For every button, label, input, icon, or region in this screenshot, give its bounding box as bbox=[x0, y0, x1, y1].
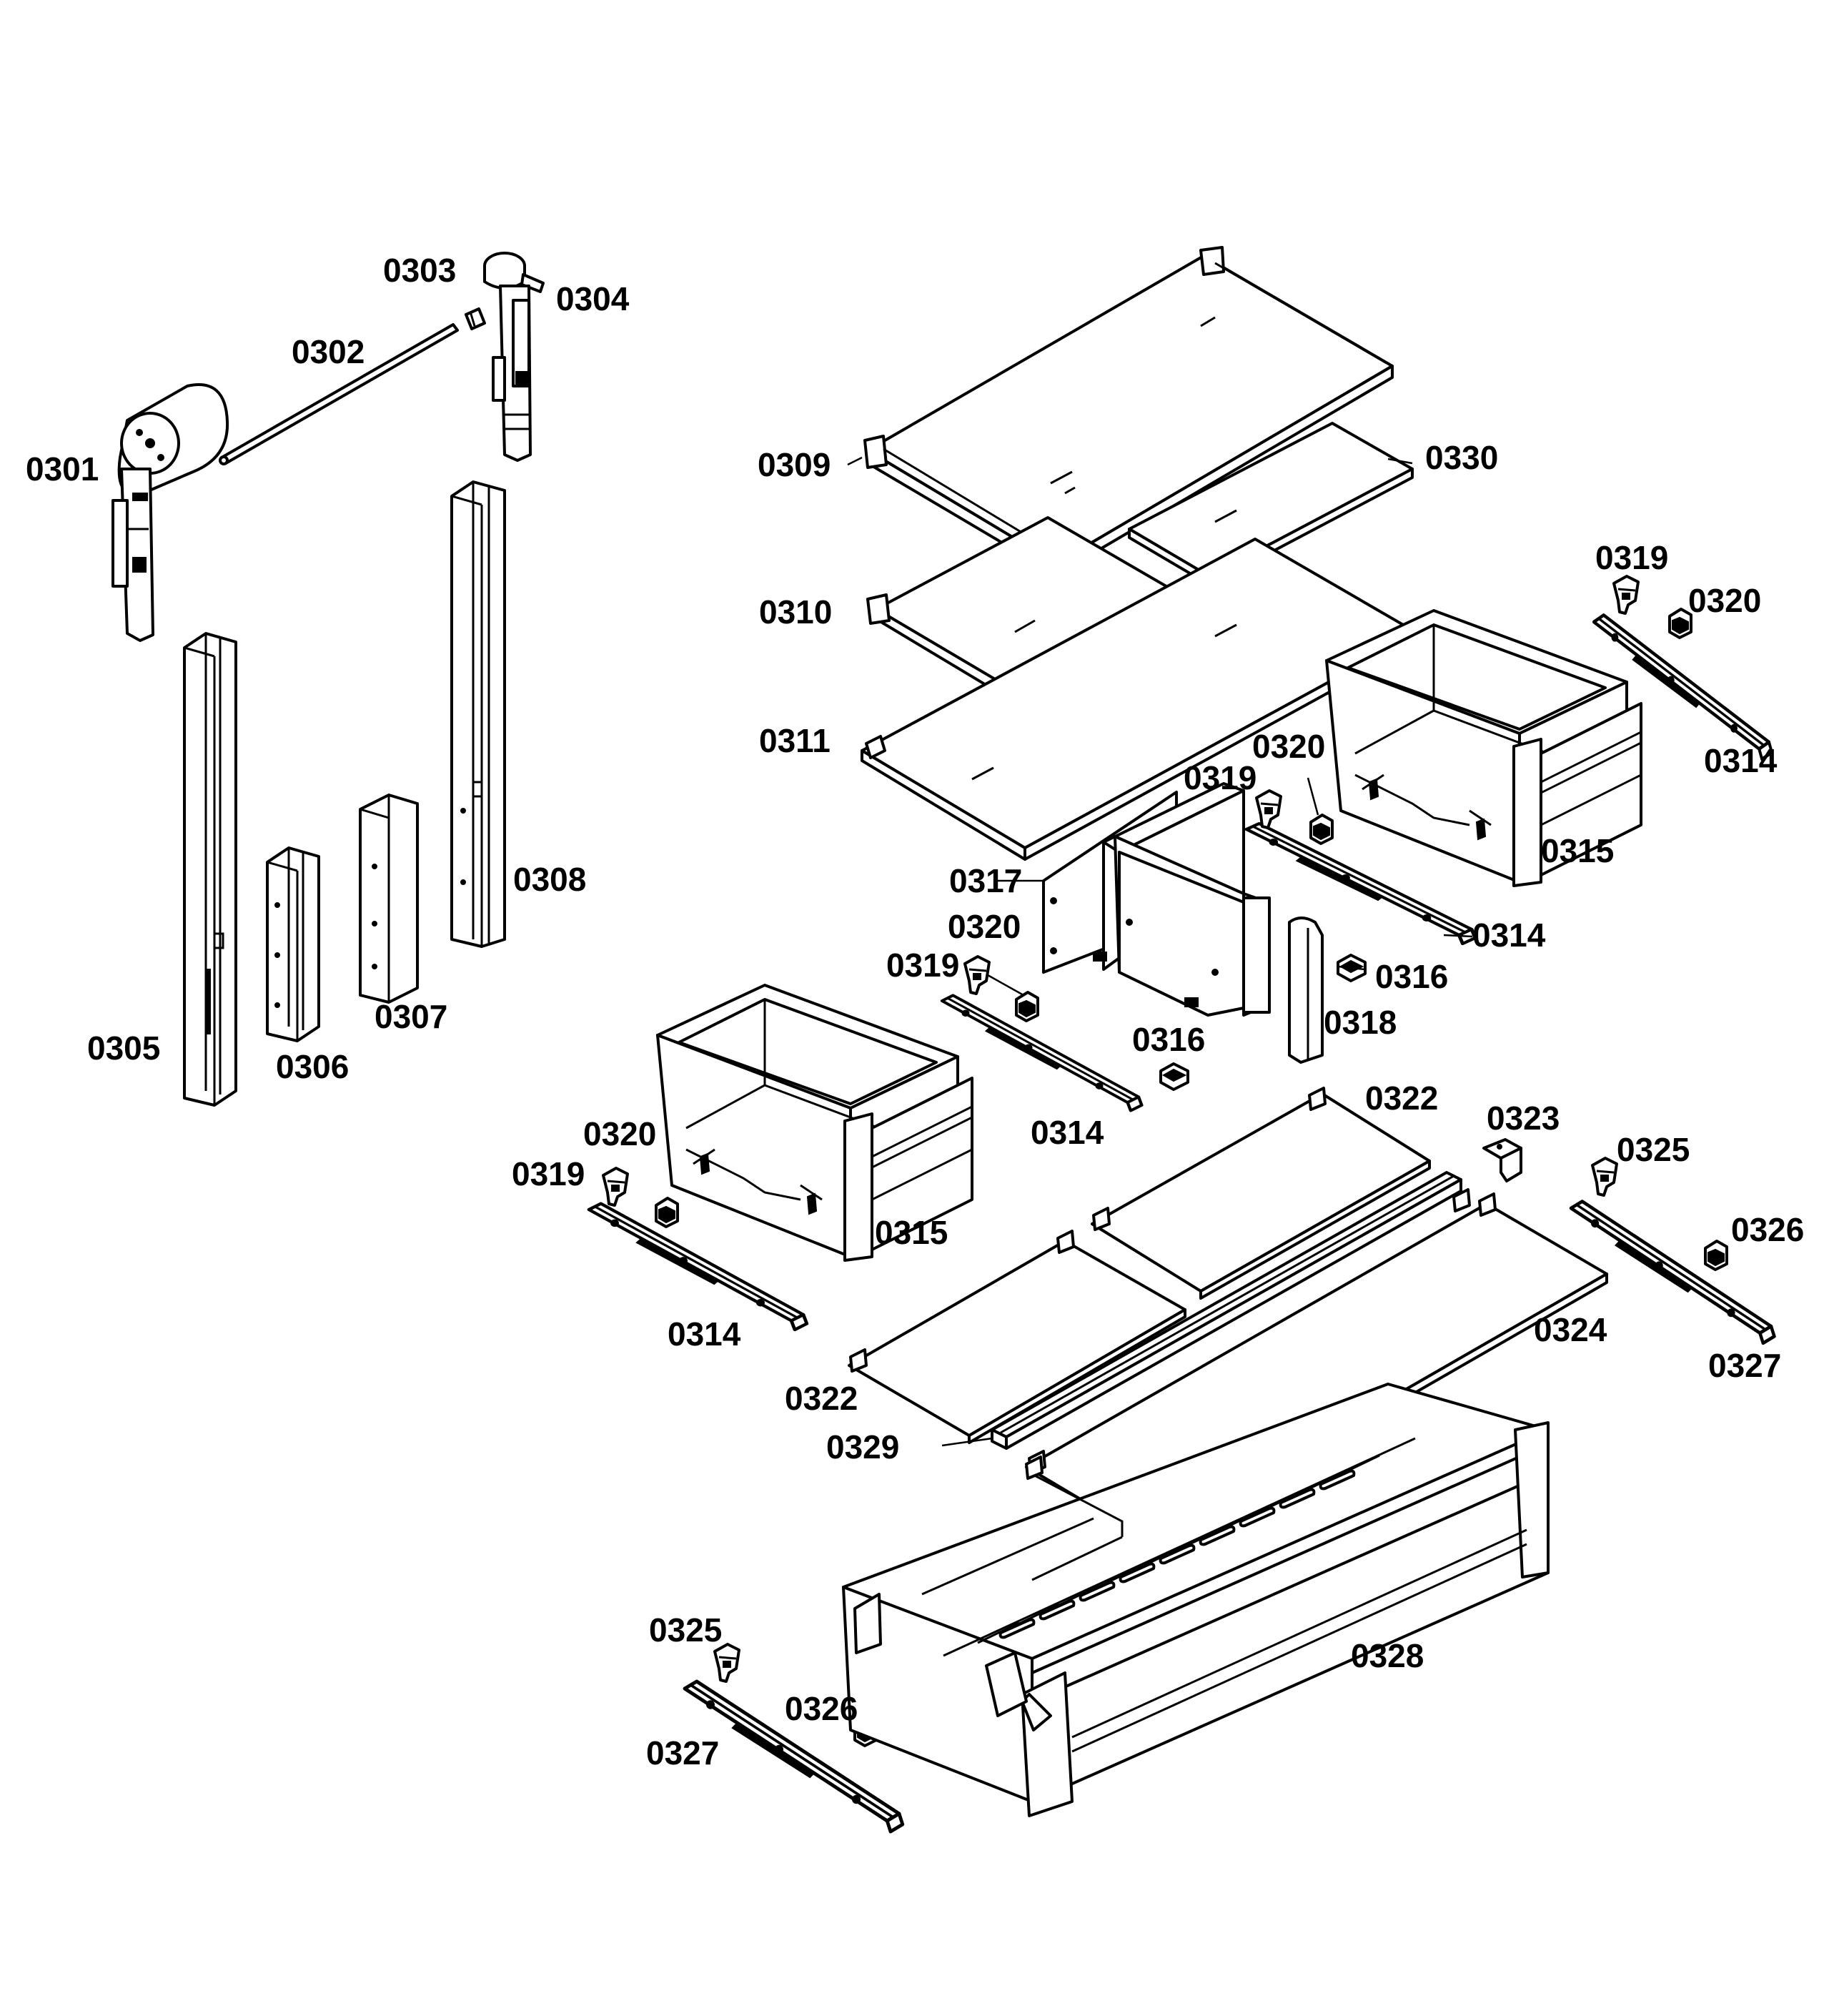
label-0315-b: 0315 bbox=[875, 1214, 948, 1251]
channel-0305 bbox=[183, 632, 237, 1107]
clip-0325-a bbox=[1591, 1157, 1618, 1197]
label-0303: 0303 bbox=[383, 252, 456, 289]
label-0317: 0317 bbox=[949, 862, 1022, 899]
label-0319-b: 0319 bbox=[1184, 759, 1256, 796]
label-0304: 0304 bbox=[556, 280, 630, 317]
label-0314-d: 0314 bbox=[668, 1315, 741, 1353]
label-0327-b: 0327 bbox=[646, 1734, 719, 1772]
label-0306: 0306 bbox=[276, 1048, 349, 1085]
label-0328: 0328 bbox=[1351, 1637, 1424, 1674]
label-0323: 0323 bbox=[1487, 1100, 1560, 1137]
label-0319-a: 0319 bbox=[1595, 539, 1668, 576]
channel-0307 bbox=[359, 794, 419, 1004]
label-0314-c: 0314 bbox=[1031, 1114, 1104, 1151]
clip-0319-b bbox=[1255, 789, 1282, 829]
damper-control-0304 bbox=[483, 252, 545, 462]
clip-0320-b bbox=[1309, 814, 1334, 845]
label-0316-b: 0316 bbox=[1132, 1021, 1205, 1058]
side-cap-0318 bbox=[1288, 916, 1324, 1064]
glass-shelf-0311 bbox=[861, 538, 1419, 861]
clip-0319-a bbox=[1612, 575, 1640, 615]
label-0324: 0324 bbox=[1534, 1311, 1607, 1348]
leader-lines bbox=[847, 456, 1473, 1447]
label-0320-c: 0320 bbox=[948, 908, 1021, 945]
cover-panel-0322-right bbox=[1091, 1087, 1431, 1300]
label-0320-a: 0320 bbox=[1688, 582, 1761, 619]
label-0302: 0302 bbox=[292, 333, 365, 370]
label-0326-a: 0326 bbox=[1731, 1211, 1804, 1248]
label-0329: 0329 bbox=[826, 1428, 899, 1466]
freezer-drawer-0328 bbox=[842, 1383, 1550, 1817]
label-0325-b: 0325 bbox=[649, 1611, 722, 1649]
label-0326-b: 0326 bbox=[785, 1690, 858, 1727]
label-0314-b: 0314 bbox=[1472, 916, 1546, 954]
channel-0306 bbox=[266, 846, 320, 1042]
label-0301: 0301 bbox=[26, 450, 99, 488]
label-0311: 0311 bbox=[759, 722, 831, 759]
damper-motor-0301 bbox=[111, 383, 229, 642]
label-0316-a: 0316 bbox=[1375, 958, 1448, 995]
label-0325-a: 0325 bbox=[1617, 1131, 1690, 1168]
clip-0326-a bbox=[1704, 1240, 1728, 1271]
label-0322-b: 0322 bbox=[785, 1380, 858, 1417]
rod-0302 bbox=[219, 323, 459, 465]
coupler-0303 bbox=[465, 307, 486, 330]
label-0307: 0307 bbox=[375, 998, 447, 1035]
label-0308: 0308 bbox=[513, 861, 586, 898]
label-0322-a: 0322 bbox=[1365, 1079, 1438, 1117]
label-0320-b: 0320 bbox=[1252, 728, 1325, 765]
label-0315-a: 0315 bbox=[1541, 832, 1614, 869]
label-0314-a: 0314 bbox=[1704, 742, 1778, 779]
label-0320-d: 0320 bbox=[583, 1115, 656, 1152]
block-0316-left bbox=[1159, 1062, 1189, 1091]
part-labels: 0301 0302 0303 0304 0305 0306 0307 0308 … bbox=[26, 252, 1804, 1772]
cover-panel-0322-left bbox=[848, 1230, 1186, 1444]
label-0310: 0310 bbox=[759, 593, 832, 631]
bracket-0323 bbox=[1482, 1138, 1522, 1182]
label-0318: 0318 bbox=[1324, 1004, 1397, 1041]
divider-rail-0329 bbox=[991, 1171, 1471, 1450]
label-0309: 0309 bbox=[758, 446, 831, 483]
clip-0325-b bbox=[713, 1643, 740, 1683]
channel-0308 bbox=[450, 480, 506, 948]
label-0330: 0330 bbox=[1425, 439, 1498, 476]
clip-0319-c bbox=[963, 955, 991, 995]
label-0319-d: 0319 bbox=[512, 1155, 585, 1192]
clip-0319-d bbox=[602, 1167, 629, 1207]
label-0319-c: 0319 bbox=[886, 947, 959, 984]
clip-0320-d bbox=[655, 1197, 679, 1228]
divider-panel-0317 bbox=[1042, 782, 1271, 1017]
clip-0320-c bbox=[1015, 991, 1039, 1022]
label-0327-a: 0327 bbox=[1708, 1347, 1781, 1384]
label-0305: 0305 bbox=[87, 1029, 160, 1067]
